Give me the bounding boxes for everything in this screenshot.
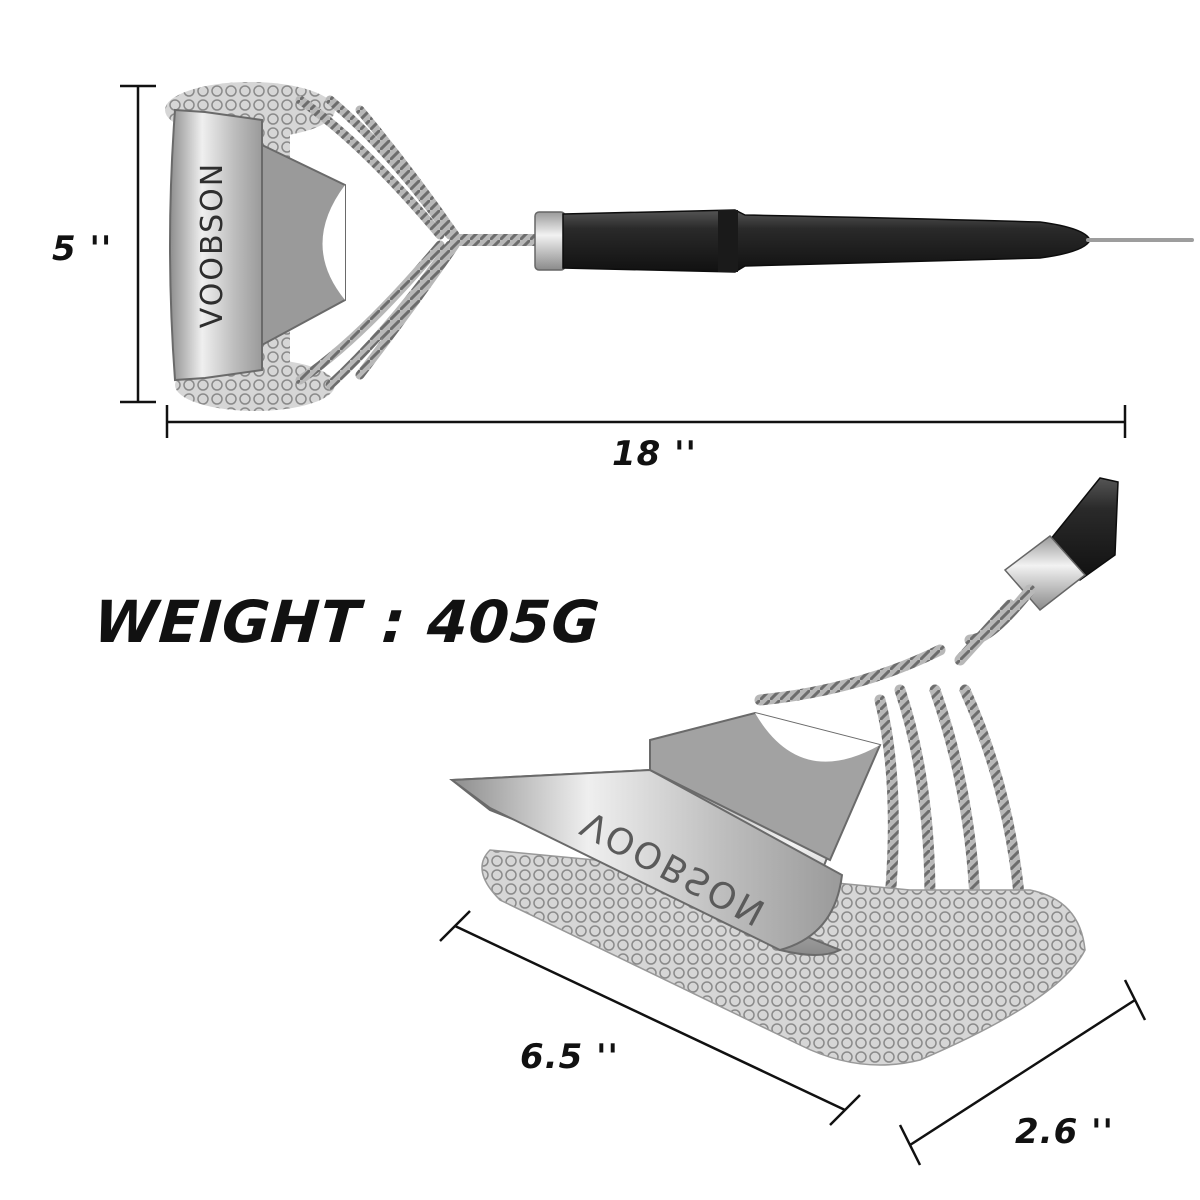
weight-label: WEIGHT : 405G [91,588,603,656]
head-length-dimension-label: 6.5 '' [520,1037,619,1077]
height-dimension-label: 5 '' [52,229,112,269]
brush-angled-view: VOOBSON [449,477,1119,1066]
dimension-lines-top [120,84,1127,438]
handle-top [562,209,1091,273]
ferrule-top [534,211,566,271]
bristle-coils-angled [481,849,1086,1066]
brush-top-view: VOOBSON [165,82,1194,411]
twisted-wires-angled [754,584,1036,911]
head-width-dimension-label: 2.6 '' [1015,1112,1114,1152]
brand-logo-top: VOOBSON [195,162,230,328]
scraper-blade-top [169,108,263,382]
length-dimension-label: 18 '' [612,434,697,474]
twisted-wires-top [295,95,546,390]
dimension-lines-angled [439,910,1147,1166]
